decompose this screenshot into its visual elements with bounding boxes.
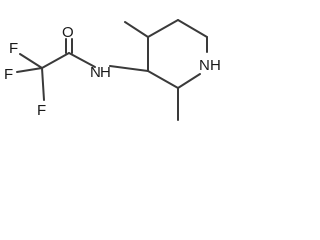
bond-cf3-carbonyl — [41, 52, 70, 69]
bond-c5-c6 — [177, 19, 208, 38]
bond-c-f-bottom — [41, 67, 45, 101]
bond-c2-c3 — [147, 70, 179, 89]
bond-n-c2 — [177, 73, 201, 89]
bond-c4-methyl — [124, 21, 149, 38]
bond-n-ring — [109, 65, 149, 72]
bond-carbonyl-n — [68, 52, 96, 68]
molecule-structure: O F F F N H N H — [4, 19, 221, 121]
atom-label-amide-n: N — [90, 64, 101, 81]
atom-label-ring-n: N — [199, 57, 210, 74]
atom-label-fluorine-bottom: F — [37, 102, 46, 119]
atom-label-oxygen: O — [62, 24, 74, 41]
bond-c-f-top — [19, 53, 43, 69]
bond-c4-c5 — [147, 19, 179, 38]
atom-label-amide-h: H — [100, 64, 111, 81]
atom-label-fluorine-left: F — [4, 66, 13, 83]
atom-label-ring-h: H — [210, 57, 221, 74]
bond-c-f-left — [16, 67, 43, 73]
atom-label-fluorine-top: F — [9, 40, 18, 57]
